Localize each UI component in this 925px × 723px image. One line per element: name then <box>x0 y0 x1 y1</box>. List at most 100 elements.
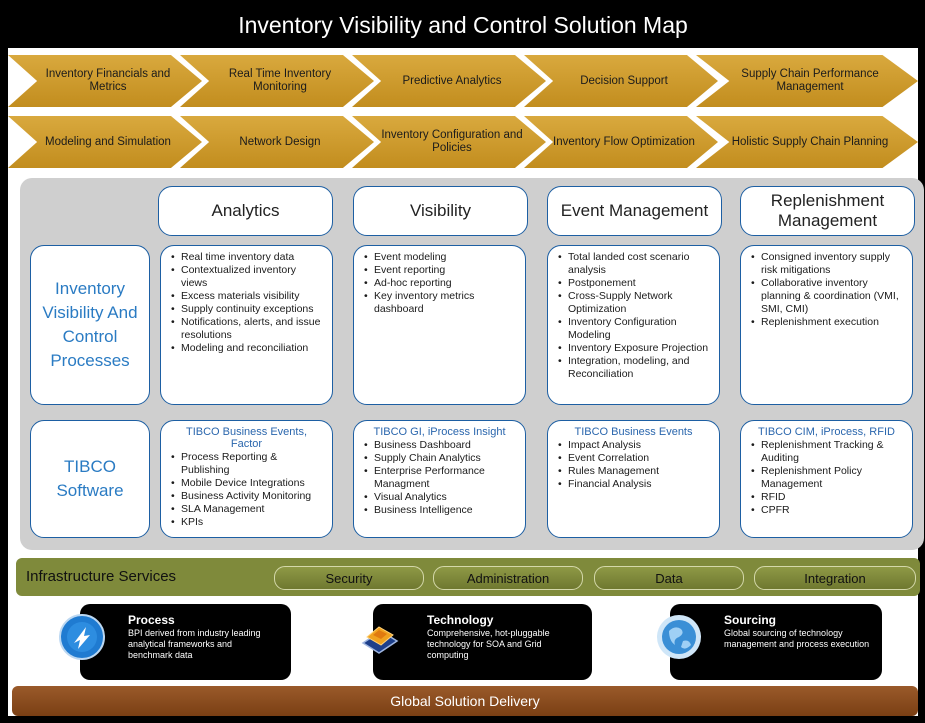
process-card-visibility: Event modeling Event reporting Ad-hoc re… <box>353 245 526 405</box>
list-item: Consigned inventory supply risk mitigati… <box>751 251 904 277</box>
pillar-technology: Technology Comprehensive, hot-pluggable … <box>373 604 592 680</box>
software-list: Business Dashboard Supply Chain Analytic… <box>364 439 517 517</box>
service-security: Security <box>274 566 424 590</box>
pillar-sourcing: Sourcing Global sourcing of technology m… <box>670 604 882 680</box>
list-item: Contextualized inventory views <box>171 264 324 290</box>
capability-arrow: Holistic Supply Chain Planning <box>696 116 918 168</box>
list-item: Key inventory metrics dashboard <box>364 290 517 316</box>
list-item: Visual Analytics <box>364 491 517 504</box>
list-item: KPIs <box>171 516 324 529</box>
delivery-bar: Global Solution Delivery <box>12 686 918 716</box>
capability-label: Supply Chain Performance Management <box>741 68 879 93</box>
list-item: Enterprise Performance Managment <box>364 465 517 491</box>
column-header-analytics: Analytics <box>158 186 333 236</box>
list-item: Supply continuity exceptions <box>171 303 324 316</box>
column-header-event-management: Event Management <box>547 186 722 236</box>
software-title: TIBCO CIM, iProcess, RFID <box>758 426 895 438</box>
globe-icon <box>657 615 701 659</box>
capability-label: Network Design <box>239 135 321 148</box>
column-header-visibility: Visibility <box>353 186 528 236</box>
row-label-processes: Inventory Visibility And Control Process… <box>30 245 150 405</box>
software-title: TIBCO GI, iProcess Insight <box>373 426 506 438</box>
capability-arrow: Inventory Flow Optimization <box>524 116 718 168</box>
list-item: Cross-Supply Network Optimization <box>558 290 711 316</box>
software-card-replenishment: TIBCO CIM, iProcess, RFID Replenishment … <box>740 420 913 538</box>
process-list: Total landed cost scenario analysis Post… <box>558 251 711 381</box>
infrastructure-label: Infrastructure Services <box>26 568 177 585</box>
capability-arrow: Modeling and Simulation <box>8 116 202 168</box>
service-data: Data <box>594 566 744 590</box>
software-list: Impact Analysis Event Correlation Rules … <box>558 439 711 491</box>
process-list: Consigned inventory supply risk mitigati… <box>751 251 904 329</box>
service-administration: Administration <box>433 566 583 590</box>
page-title: Inventory Visibility and Control Solutio… <box>238 12 688 38</box>
capability-label: Holistic Supply Chain Planning <box>731 135 889 148</box>
column-header-replenishment: Replenishment Management <box>740 186 915 236</box>
service-integration: Integration <box>754 566 916 590</box>
list-item: Notifications, alerts, and issue resolut… <box>171 316 324 342</box>
list-item: Business Dashboard <box>364 439 517 452</box>
capability-arrow: Decision Support <box>524 55 718 107</box>
capability-label: Predictive Analytics <box>402 74 502 87</box>
software-card-analytics: TIBCO Business Events, Factor Process Re… <box>160 420 333 538</box>
software-list: Replenishment Tracking & Auditing Replen… <box>751 439 904 517</box>
list-item: Replenishment Tracking & Auditing <box>751 439 904 465</box>
list-item: Ad-hoc reporting <box>364 277 517 290</box>
list-item: Supply Chain Analytics <box>364 452 517 465</box>
list-item: Replenishment Policy Management <box>751 465 904 491</box>
list-item: Excess materials visibility <box>171 290 324 303</box>
list-item: Event reporting <box>364 264 517 277</box>
capability-label: Real Time Inventory Monitoring <box>228 68 332 93</box>
capability-label: Modeling and Simulation <box>45 135 171 148</box>
software-card-visibility: TIBCO GI, iProcess Insight Business Dash… <box>353 420 526 538</box>
process-card-analytics: Real time inventory data Contextualized … <box>160 245 333 405</box>
software-list: Process Reporting & Publishing Mobile De… <box>171 451 324 529</box>
pillar-description: BPI derived from industry leading analyt… <box>128 628 261 660</box>
capability-arrow: Real Time Inventory Monitoring <box>180 55 374 107</box>
pillar-title: Process <box>128 613 175 627</box>
software-title: TIBCO Business Events <box>574 426 693 438</box>
list-item: Rules Management <box>558 465 711 478</box>
pillar-title: Sourcing <box>724 613 777 627</box>
list-item: Total landed cost scenario analysis <box>558 251 711 277</box>
list-item: Business Activity Monitoring <box>171 490 324 503</box>
pillar-title: Technology <box>427 613 494 627</box>
pillar-description: Global sourcing of technology management… <box>724 628 870 649</box>
process-card-event-management: Total landed cost scenario analysis Post… <box>547 245 720 405</box>
list-item: Integration, modeling, and Reconciliatio… <box>558 355 711 381</box>
process-list: Event modeling Event reporting Ad-hoc re… <box>364 251 517 316</box>
capability-arrow: Predictive Analytics <box>352 55 546 107</box>
list-item: Modeling and reconciliation <box>171 342 324 355</box>
list-item: Process Reporting & Publishing <box>171 451 324 477</box>
process-list: Real time inventory data Contextualized … <box>171 251 324 355</box>
list-item: Event modeling <box>364 251 517 264</box>
list-item: Financial Analysis <box>558 478 711 491</box>
list-item: SLA Management <box>171 503 324 516</box>
list-item: Inventory Exposure Projection <box>558 342 711 355</box>
list-item: Real time inventory data <box>171 251 324 264</box>
process-icon <box>59 614 105 660</box>
software-card-event-management: TIBCO Business Events Impact Analysis Ev… <box>547 420 720 538</box>
list-item: Collaborative inventory planning & coord… <box>751 277 904 316</box>
capability-label: Inventory Financials and Metrics <box>45 68 171 93</box>
list-item: Postponement <box>558 277 711 290</box>
list-item: Event Correlation <box>558 452 711 465</box>
list-item: Replenishment execution <box>751 316 904 329</box>
process-card-replenishment: Consigned inventory supply risk mitigati… <box>740 245 913 405</box>
list-item: Inventory Configuration Modeling <box>558 316 711 342</box>
list-item: Impact Analysis <box>558 439 711 452</box>
row-label-software: TIBCO Software <box>30 420 150 538</box>
pillar-description: Comprehensive, hot-pluggable technology … <box>427 628 550 660</box>
list-item: Business Intelligence <box>364 504 517 517</box>
capability-arrow: Inventory Financials and Metrics <box>8 55 202 107</box>
capability-arrow: Supply Chain Performance Management <box>696 55 918 107</box>
list-item: RFID <box>751 491 904 504</box>
list-item: CPFR <box>751 504 904 517</box>
list-item: Mobile Device Integrations <box>171 477 324 490</box>
capability-label: Inventory Configuration and Policies <box>381 129 523 154</box>
chip-icon <box>361 626 399 654</box>
capability-label: Inventory Flow Optimization <box>553 135 695 148</box>
capability-label: Decision Support <box>580 74 668 87</box>
capability-arrow: Network Design <box>180 116 374 168</box>
